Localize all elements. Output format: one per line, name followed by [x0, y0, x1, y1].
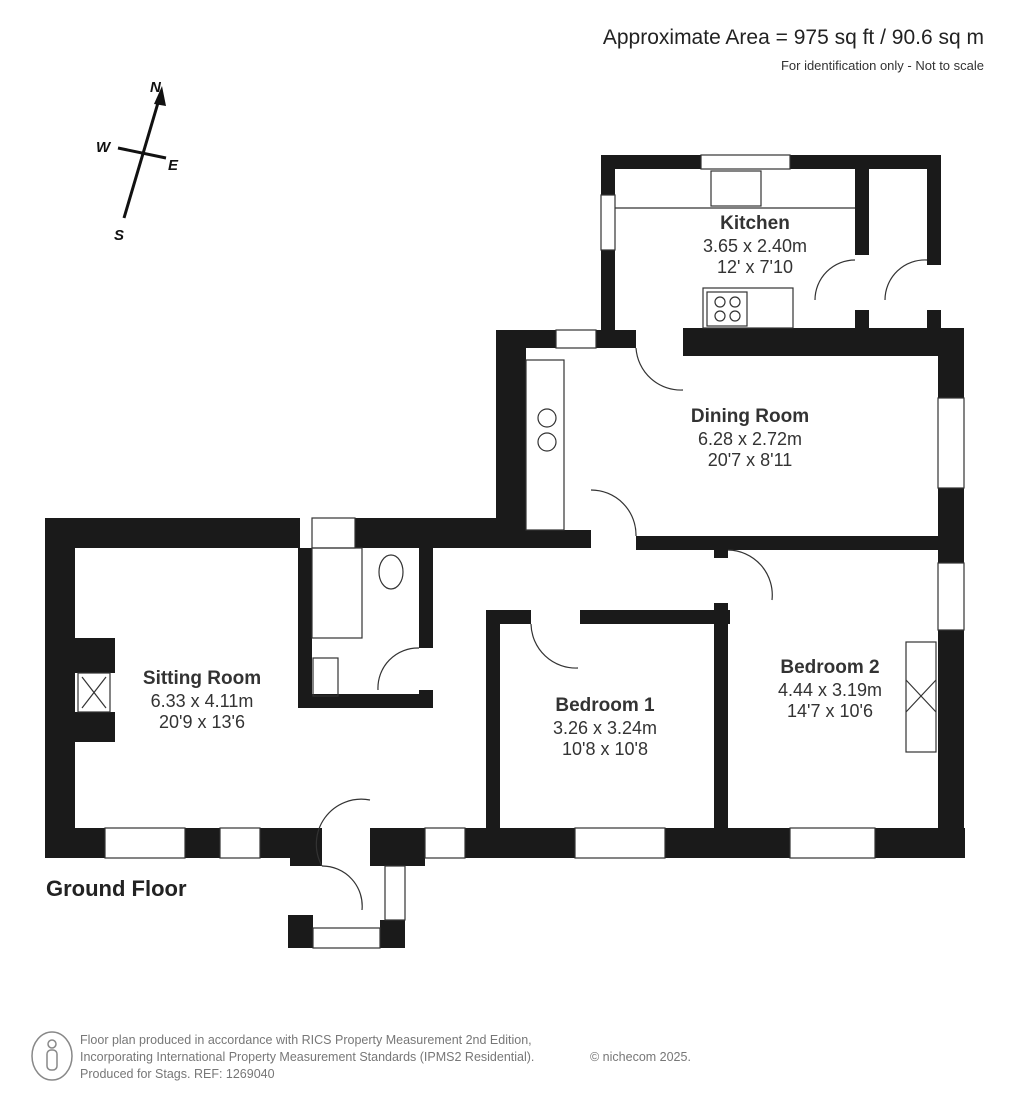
room-name: Sitting Room [142, 668, 262, 689]
room-imperial: 14'7 x 10'6 [787, 701, 873, 722]
approximate-area: Approximate Area = 975 sq ft / 90.6 sq m [602, 26, 984, 49]
footer-line-1: Floor plan produced in accordance with R… [80, 1033, 532, 1047]
room-metric: 6.33 x 4.11m [150, 690, 254, 711]
room-bedroom-2: Bedroom 2 4.44 x 3.19m 14'7 x 10'6 [778, 657, 882, 723]
room-metric: 3.65 x 2.40m [702, 235, 808, 256]
room-name: Bedroom 1 [555, 695, 655, 716]
room-kitchen: Kitchen 3.65 x 2.40m 12' x 7'10 [703, 213, 807, 279]
footer-line-3: Produced for Stags. REF: 1269040 [80, 1066, 275, 1081]
footer-credits: Floor plan produced in accordance with R… [80, 1032, 691, 1083]
compass-n: N [150, 79, 162, 96]
room-metric: 3.26 x 3.24m [552, 717, 658, 738]
person-info-icon [30, 1030, 74, 1087]
floor-plan [45, 154, 965, 949]
room-imperial: 20'7 x 8'11 [707, 450, 793, 471]
room-imperial: 12' x 7'10 [717, 257, 793, 278]
floor-label: Ground Floor [46, 876, 187, 901]
disclaimer: For identification only - Not to scale [780, 58, 984, 73]
room-name: Bedroom 2 [780, 657, 880, 678]
compass-s: S [114, 227, 124, 244]
compass-icon: N W E S [88, 78, 198, 253]
compass-w: W [96, 139, 112, 156]
footer-line-2: Incorporating International Property Mea… [80, 1049, 535, 1064]
room-metric: 6.28 x 2.72m [697, 428, 803, 449]
room-name: Dining Room [690, 406, 810, 427]
copyright: © nichecom 2025. [590, 1050, 691, 1064]
room-bedroom-1: Bedroom 1 3.26 x 3.24m 10'8 x 10'8 [553, 695, 657, 761]
room-metric: 4.44 x 3.19m [777, 679, 883, 700]
room-name: Kitchen [720, 213, 790, 234]
room-sitting-room: Sitting Room 6.33 x 4.11m 20'9 x 13'6 [143, 668, 261, 734]
room-dining-room: Dining Room 6.28 x 2.72m 20'7 x 8'11 [691, 406, 809, 472]
room-imperial: 10'8 x 10'8 [562, 739, 648, 760]
compass-e: E [168, 157, 179, 174]
room-imperial: 20'9 x 13'6 [159, 712, 245, 733]
